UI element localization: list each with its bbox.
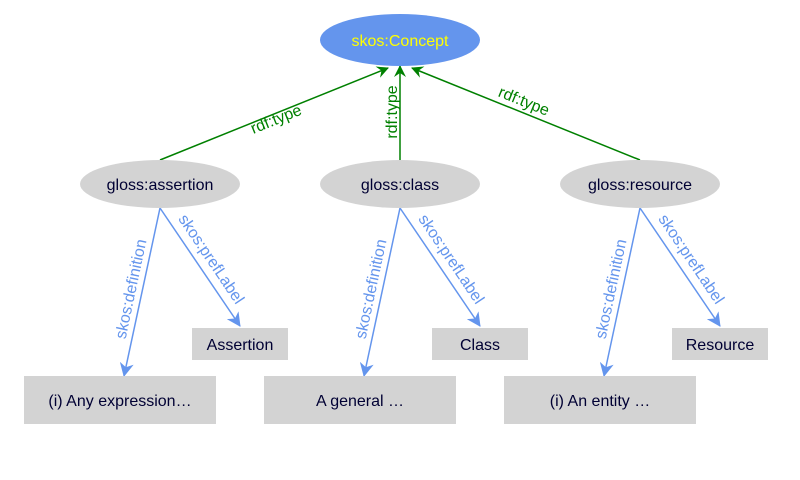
node-label-resource: gloss:resource: [588, 177, 692, 194]
preflabel-edge-label-class: skos:prefLabel: [415, 212, 487, 308]
definition-edge-label-resource: skos:definition: [593, 238, 631, 341]
preflabel-edge-label-resource: skos:prefLabel: [655, 212, 727, 308]
definition-edge-class[interactable]: [359, 207, 401, 377]
preflabel-box-class[interactable]: [432, 328, 528, 360]
preflabel-value-class: Class: [460, 337, 500, 354]
definition-edge-assertion[interactable]: [119, 207, 161, 377]
preflabel-value-assertion: Assertion: [207, 337, 274, 354]
definition-value-class: A general …: [316, 393, 404, 410]
node-shape-resource[interactable]: [560, 160, 720, 208]
definition-box-assertion[interactable]: [24, 376, 216, 424]
root-node[interactable]: skos:Concept: [320, 14, 480, 66]
type-edge-label-resource: rdf:type: [496, 84, 552, 120]
definition-edge-label-class: skos:definition: [353, 238, 391, 341]
preflabel-box-assertion[interactable]: [192, 328, 288, 360]
definition-edge-resource[interactable]: [599, 207, 641, 377]
child-assertion: skos:definition skos:prefLabel gloss:ass…: [24, 160, 288, 424]
preflabel-edge-resource[interactable]: [639, 207, 721, 327]
root-node-shape[interactable]: [320, 14, 480, 66]
type-edge-label-class: rdf:type: [384, 85, 401, 138]
type-edge-resource[interactable]: [411, 66, 641, 161]
preflabel-edge-assertion[interactable]: [159, 207, 241, 327]
child-resource: skos:definition skos:prefLabel gloss:res…: [504, 160, 768, 424]
node-label-class: gloss:class: [361, 177, 439, 194]
preflabel-box-resource[interactable]: [672, 328, 768, 360]
preflabel-value-resource: Resource: [686, 337, 755, 354]
definition-box-resource[interactable]: [504, 376, 696, 424]
definition-box-class[interactable]: [264, 376, 456, 424]
preflabel-edge-label-assertion: skos:prefLabel: [175, 212, 247, 308]
node-shape-class[interactable]: [320, 160, 480, 208]
definition-value-resource: (i) An entity …: [550, 393, 650, 410]
child-class: skos:definition skos:prefLabel gloss:cla…: [264, 160, 528, 424]
definition-edge-label-assertion: skos:definition: [113, 238, 151, 341]
root-node-label: skos:Concept: [352, 33, 449, 50]
type-edge-label-assertion: rdf:type: [248, 102, 304, 138]
node-shape-assertion[interactable]: [80, 160, 240, 208]
node-label-assertion: gloss:assertion: [107, 177, 214, 194]
type-edges: rdf:type rdf:type rdf:type: [159, 65, 641, 161]
definition-value-assertion: (i) Any expression…: [48, 393, 191, 410]
type-edge-assertion[interactable]: [159, 66, 389, 161]
preflabel-edge-class[interactable]: [399, 207, 481, 327]
